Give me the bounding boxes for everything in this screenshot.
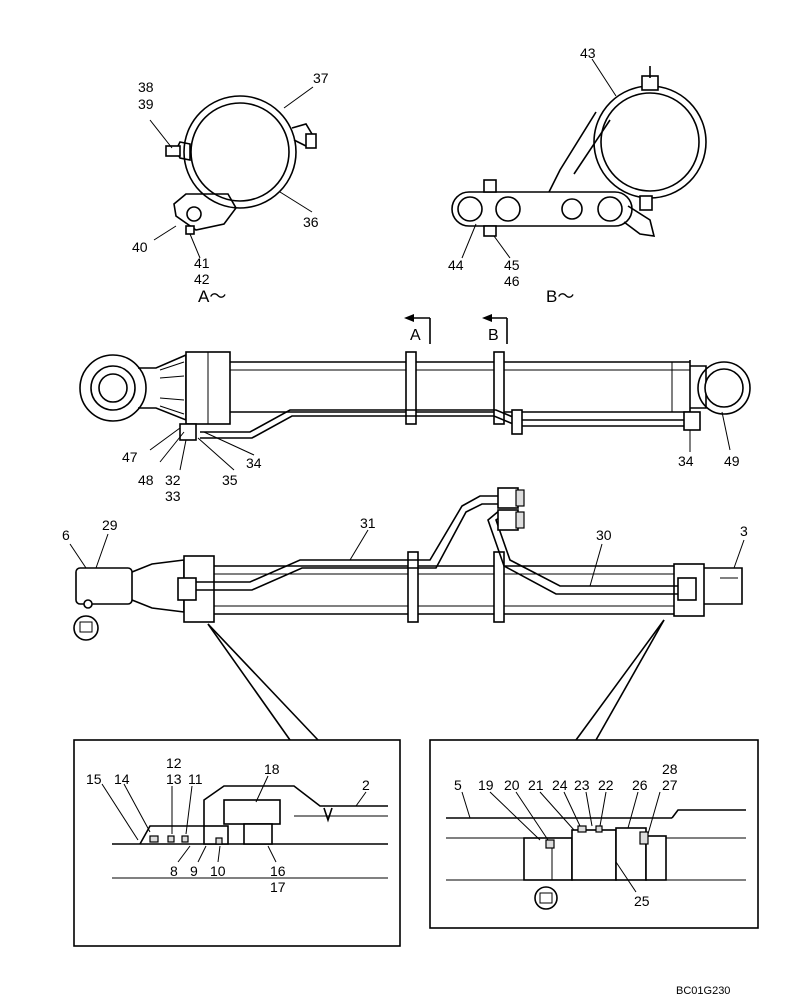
callout-13: 13 xyxy=(166,771,182,787)
drawing-code: BC01G230 xyxy=(676,985,730,997)
view-a-clamp xyxy=(149,86,317,259)
detail-piston xyxy=(429,739,759,929)
callout-43: 43 xyxy=(580,45,596,61)
detail-rod-gland xyxy=(73,739,401,947)
callout-36: 36 xyxy=(303,214,319,230)
view-b-bracket xyxy=(451,58,707,259)
callout-11: 11 xyxy=(188,771,203,787)
callout-14: 14 xyxy=(114,771,130,787)
callout-31: 31 xyxy=(360,515,376,531)
callout-12: 12 xyxy=(166,755,182,771)
section-b-marker: B xyxy=(488,327,499,344)
cylinder-top-view xyxy=(79,314,751,471)
view-a-label: A～ xyxy=(198,287,226,306)
callout-47: 47 xyxy=(122,449,138,465)
callout-15: 15 xyxy=(86,771,102,787)
callout-49: 49 xyxy=(724,453,740,469)
callout-40: 40 xyxy=(132,239,148,255)
callout-33: 33 xyxy=(165,488,181,504)
callout-22: 22 xyxy=(598,777,614,793)
callout-21: 21 xyxy=(528,777,544,793)
callout-17: 17 xyxy=(270,879,286,895)
callout-28: 28 xyxy=(662,761,678,777)
callout-27: 27 xyxy=(662,777,678,793)
callout-48: 48 xyxy=(138,472,154,488)
callout-34-left: 34 xyxy=(246,455,262,471)
callout-26: 26 xyxy=(632,777,648,793)
callout-32: 32 xyxy=(165,472,181,488)
callout-25: 25 xyxy=(634,893,650,909)
callout-16: 16 xyxy=(270,863,286,879)
callout-46: 46 xyxy=(504,273,520,289)
callout-39: 39 xyxy=(138,96,154,112)
callout-3: 3 xyxy=(740,523,748,539)
callout-6: 6 xyxy=(62,527,70,543)
view-b-label: B～ xyxy=(546,287,574,306)
callout-8: 8 xyxy=(170,863,178,879)
callout-45: 45 xyxy=(504,257,520,273)
section-a-marker: A xyxy=(410,327,421,344)
callout-29: 29 xyxy=(102,517,118,533)
callout-37: 37 xyxy=(313,70,329,86)
callout-2: 2 xyxy=(362,777,370,793)
callout-19: 19 xyxy=(478,777,494,793)
callout-41: 41 xyxy=(194,255,210,271)
callout-18: 18 xyxy=(264,761,280,777)
callout-20: 20 xyxy=(504,777,520,793)
cylinder-side-view xyxy=(69,487,745,641)
callout-9: 9 xyxy=(190,863,198,879)
callout-42: 42 xyxy=(194,271,210,287)
callout-24: 24 xyxy=(552,777,568,793)
callout-34-right: 34 xyxy=(678,453,694,469)
callout-44: 44 xyxy=(448,257,464,273)
callout-38: 38 xyxy=(138,79,154,95)
callout-5: 5 xyxy=(454,777,462,793)
callout-23: 23 xyxy=(574,777,590,793)
callout-10: 10 xyxy=(210,863,226,879)
callout-30: 30 xyxy=(596,527,612,543)
callout-35: 35 xyxy=(222,472,238,488)
